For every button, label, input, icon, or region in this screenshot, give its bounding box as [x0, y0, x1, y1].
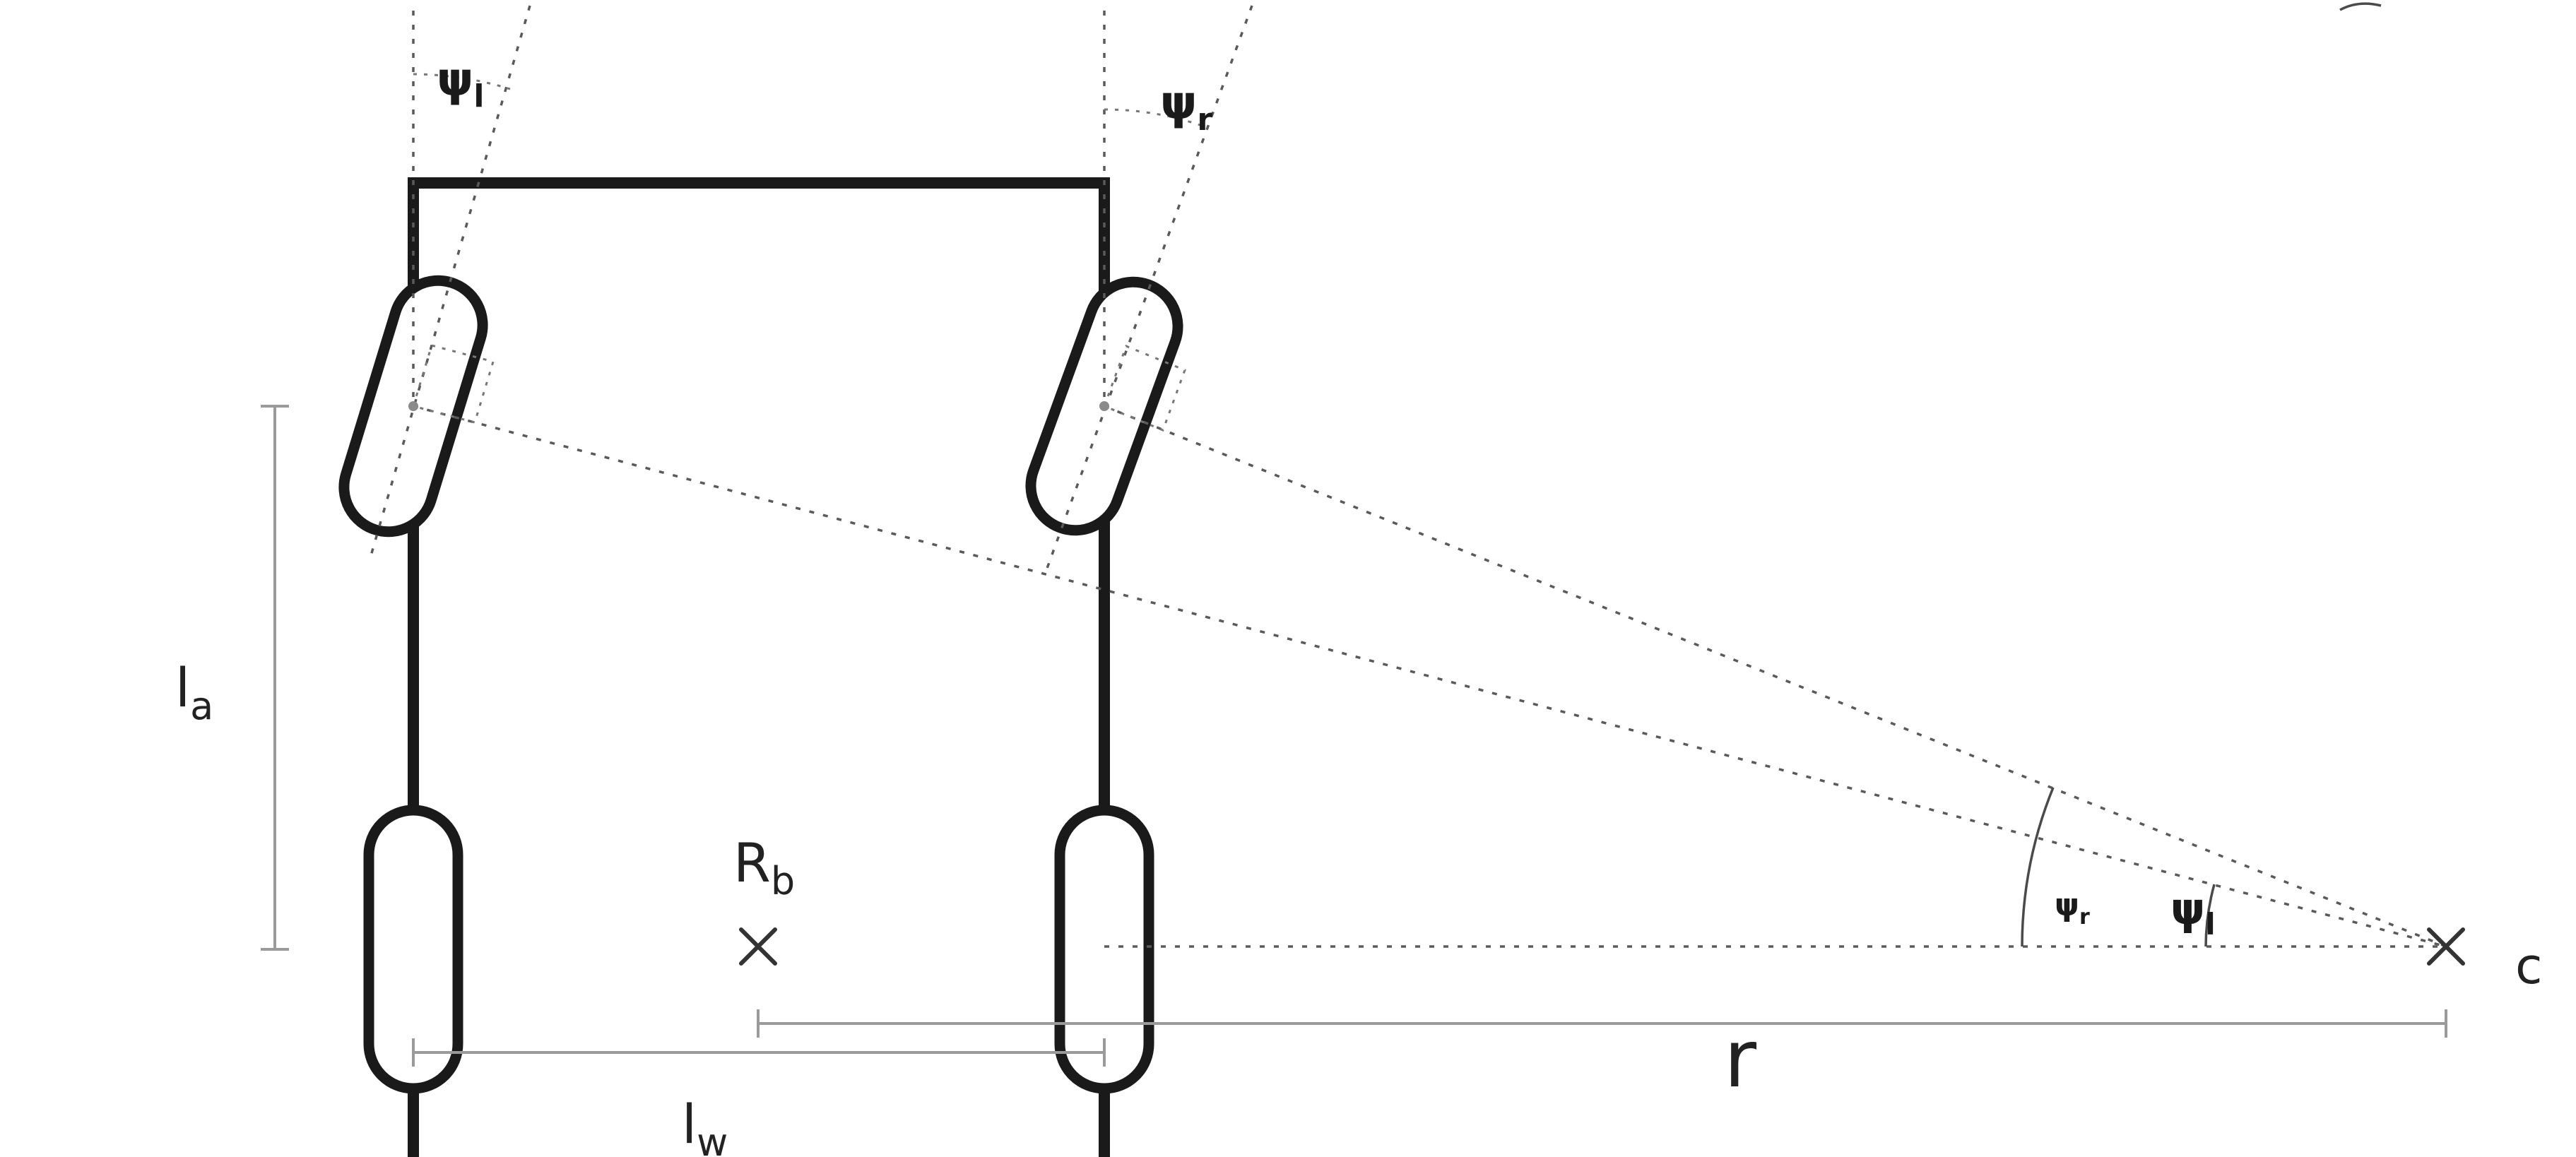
label-body-point: Rb [733, 831, 795, 903]
pivot-dot-front-right [1099, 401, 1109, 411]
label-axle-distance: la [175, 656, 213, 728]
right-angle-marker-front-right [1103, 345, 1186, 432]
cross-mark-turn-center [2427, 927, 2465, 966]
label-psi-l-center: ψl [2170, 883, 2216, 942]
wheel-rear-right [1054, 805, 1154, 1094]
label-psi-r-front: ψr [1160, 76, 1212, 138]
vehicle-body-frame [408, 177, 1110, 1157]
label-track-width: lw [682, 1093, 728, 1157]
angle-arc-center-psi-r [2021, 787, 2055, 947]
label-turn-center: c [2515, 937, 2543, 995]
wheel-direction-line-front-right [1044, 5, 1253, 573]
measure-line-axle-distance [261, 405, 289, 951]
angle-arc-center-psi-l [2204, 884, 2216, 947]
axle-line-front-left-to-center [413, 405, 2447, 948]
wheel-rear-left [363, 805, 463, 1094]
measure-line-turn-radius [757, 1009, 2447, 1038]
cross-mark-body-point [739, 927, 777, 966]
measure-line-track-width [412, 1038, 1106, 1067]
label-psi-l-front: ψl [437, 52, 485, 114]
cropped-figure-fragment [2339, 2, 2382, 11]
pivot-dot-front-left [408, 401, 418, 411]
axle-line-front-right-to-center [1104, 405, 2447, 948]
label-turn-radius: r [1724, 1014, 1757, 1105]
label-psi-r-center: ψr [2055, 887, 2090, 930]
